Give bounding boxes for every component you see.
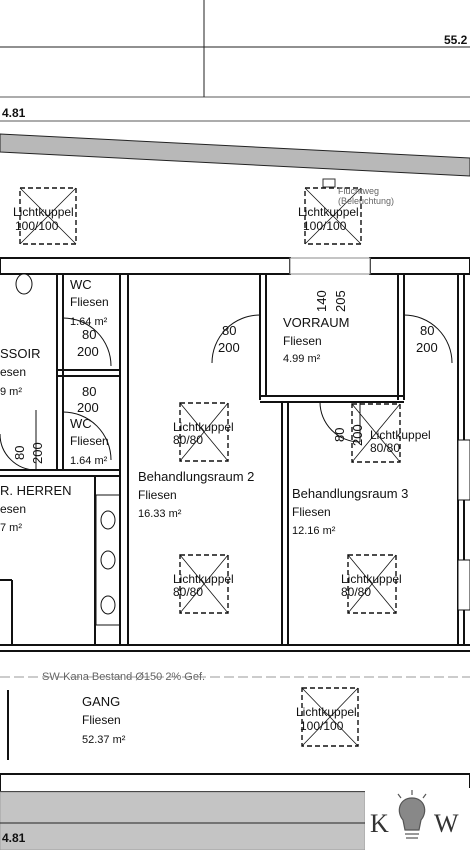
door-vorraum-top-height: 205 (333, 290, 348, 312)
vorraum-opening (289, 257, 371, 275)
logo-letter-k: K (370, 809, 389, 838)
skylight-gang (301, 687, 359, 747)
skylight-gang-label: Lichtkuppel (296, 705, 357, 719)
skylight-br3-bottom-size: 80/80 (341, 585, 371, 599)
fluchtweg-line2: (Beleuchtung) (338, 196, 394, 206)
skylight-br3-top-label: Lichtkuppel (370, 428, 431, 442)
door-vorraum-top-width: 140 (314, 290, 329, 312)
skylight-gang-size: 100/100 (300, 719, 344, 733)
door-wc1-height: 200 (77, 344, 99, 359)
fluchtweg-icon (322, 178, 336, 188)
sanitary-fixtures (15, 273, 470, 626)
skylight-br3-bottom (347, 554, 397, 614)
vorraum-floor: Fliesen (283, 334, 322, 348)
dim-top-left: 4.81 (2, 106, 26, 120)
skylight-br2-bottom-label: Lichtkuppel (173, 572, 234, 586)
bottom-hatch (0, 791, 366, 850)
lightbulb-icon (397, 790, 427, 839)
gang-floor: Fliesen (82, 713, 121, 727)
gang-area: 52.37 m² (82, 734, 126, 746)
vorraum-name: VORRAUM (283, 315, 349, 330)
door-left-height: 200 (30, 442, 45, 464)
left-wall-stub (0, 579, 13, 645)
skylight-br3-top (351, 403, 401, 463)
slanted-wall (0, 133, 470, 177)
herren-floor: esen (0, 502, 26, 516)
br3-area: 12.16 m² (292, 525, 336, 537)
kw-logo: K W (365, 788, 470, 850)
sewer-text: SW-Kana Bestand Ø150 2% Gef. (42, 671, 205, 683)
wc2-area: 1.64 m² (70, 455, 108, 467)
herren-area: 7 m² (0, 522, 22, 534)
wc2-floor: Fliesen (70, 434, 109, 448)
vorraum-area: 4.99 m² (283, 353, 321, 365)
walls (0, 257, 470, 275)
skylight-top-center (304, 187, 362, 245)
skylight-top-center-size: 100/100 (303, 219, 347, 233)
skylight-br3-bottom-label: Lichtkuppel (341, 572, 402, 586)
skylight-br2-top (179, 402, 229, 462)
br2-floor: Fliesen (138, 488, 177, 502)
gang-name: GANG (82, 694, 120, 709)
wc2-name: WC (70, 416, 92, 431)
door-vorraum-right-width: 80 (420, 323, 434, 338)
pissoir-area: 9 m² (0, 386, 22, 398)
skylight-top-left-size: 100/100 (15, 219, 59, 233)
fluchtweg-line1: Fluchtweg (338, 186, 379, 196)
door-wc2-height: 200 (77, 400, 99, 415)
door-vorraum-left-width: 80 (222, 323, 236, 338)
wc1-area: 1.64 m² (70, 316, 108, 328)
door-vorraum-right-height: 200 (416, 340, 438, 355)
br3-floor: Fliesen (292, 505, 331, 519)
skylight-br3-top-size: 80/80 (370, 441, 400, 455)
dim-top-right: 55.2 (444, 33, 468, 47)
logo-letter-w: W (434, 809, 459, 838)
dim-bottom-left: 4.81 (2, 831, 26, 845)
doors (0, 314, 453, 471)
herren-name: R. HERREN (0, 483, 72, 498)
br2-area: 16.33 m² (138, 508, 182, 520)
skylight-top-left (19, 187, 77, 245)
skylight-top-center-label: Lichtkuppel (298, 205, 359, 219)
skylight-br2-bottom (179, 554, 229, 614)
door-left-width: 80 (12, 446, 27, 460)
skylight-br2-top-label: Lichtkuppel (173, 420, 234, 434)
br3-name: Behandlungsraum 3 (292, 486, 408, 501)
skylight-br2-top-size: 80/80 (173, 433, 203, 447)
br2-name: Behandlungsraum 2 (138, 469, 254, 484)
wc1-floor: Fliesen (70, 295, 109, 309)
top-reference-lines (0, 0, 470, 122)
pissoir-name: SSOIR (0, 346, 40, 361)
door-wc1-width: 80 (82, 327, 96, 342)
wc1-name: WC (70, 277, 92, 292)
door-wc2-width: 80 (82, 384, 96, 399)
door-vorraum-left-height: 200 (218, 340, 240, 355)
door-br3-height: 200 (350, 424, 365, 446)
skylight-br2-bottom-size: 80/80 (173, 585, 203, 599)
skylight-top-left-label: Lichtkuppel (13, 205, 74, 219)
pissoir-floor: esen (0, 365, 26, 379)
door-br3-width: 80 (332, 428, 347, 442)
